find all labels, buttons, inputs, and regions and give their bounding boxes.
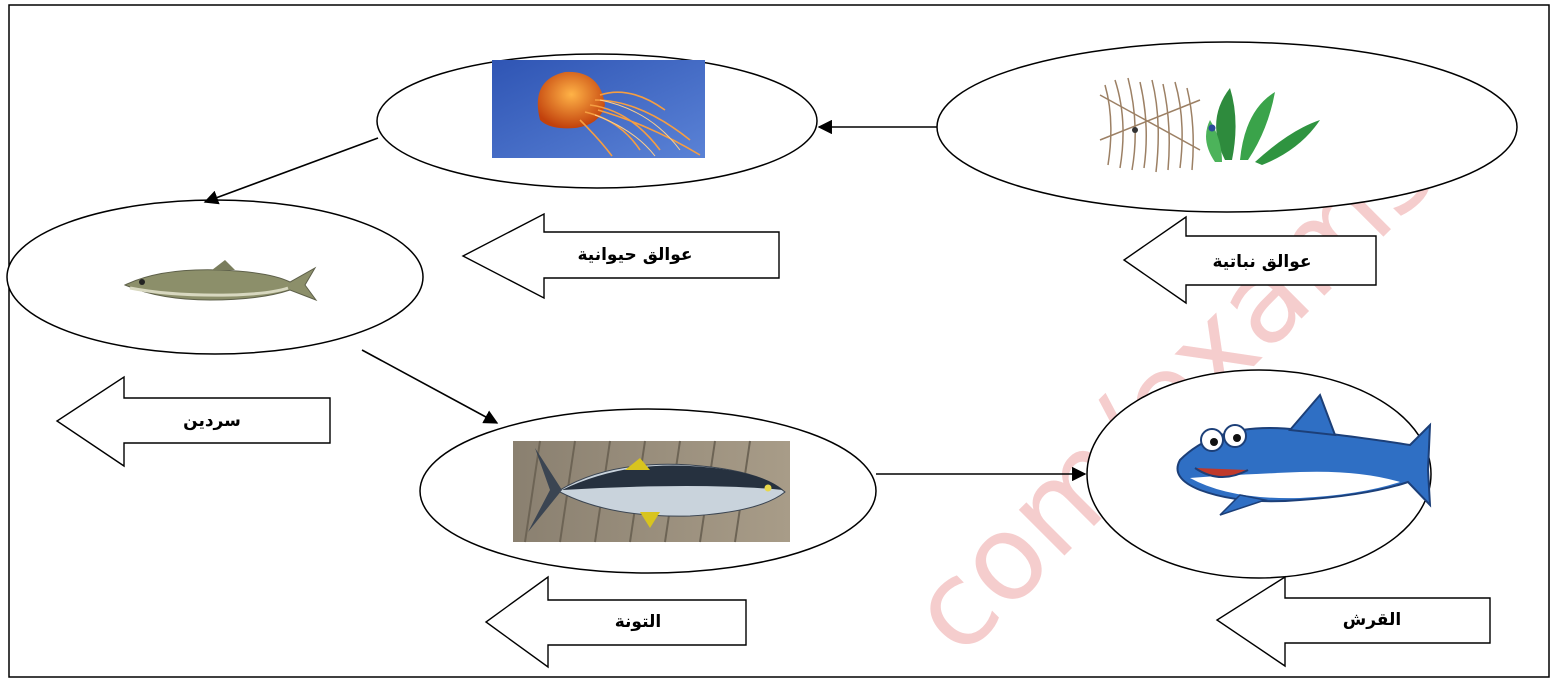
label-arrow-sardine bbox=[55, 375, 331, 468]
label-tuna: التونة bbox=[615, 612, 662, 632]
label-arrow-tuna bbox=[484, 575, 747, 669]
shark-image bbox=[1176, 393, 1432, 516]
label-arrow-zoo bbox=[461, 212, 780, 300]
arrow-sardine-to-tuna bbox=[361, 349, 499, 424]
sardine-image bbox=[123, 260, 318, 302]
node-zooplankton bbox=[376, 53, 818, 189]
node-phytoplankton bbox=[936, 41, 1518, 213]
tuna-image bbox=[513, 440, 790, 543]
label-arrow-phyto bbox=[1122, 215, 1377, 305]
label-arrows bbox=[55, 212, 1491, 669]
jellyfish-image bbox=[492, 60, 705, 158]
diagram-frame bbox=[8, 4, 1550, 678]
label-arrow-shark bbox=[1215, 575, 1491, 668]
arrow-zoo-to-sardine bbox=[203, 137, 379, 205]
phytoplankton-image bbox=[1099, 77, 1320, 173]
label-phytoplankton: عوالق نباتية bbox=[1212, 252, 1311, 272]
node-sardine bbox=[6, 199, 424, 355]
label-zooplankton: عوالق حيوانية bbox=[577, 245, 692, 265]
node-shark bbox=[1086, 369, 1432, 579]
label-sardine: سردين bbox=[183, 411, 241, 431]
food-chain-arrows bbox=[203, 119, 1087, 482]
label-shark: القرش bbox=[1343, 610, 1401, 630]
node-tuna bbox=[419, 408, 877, 574]
